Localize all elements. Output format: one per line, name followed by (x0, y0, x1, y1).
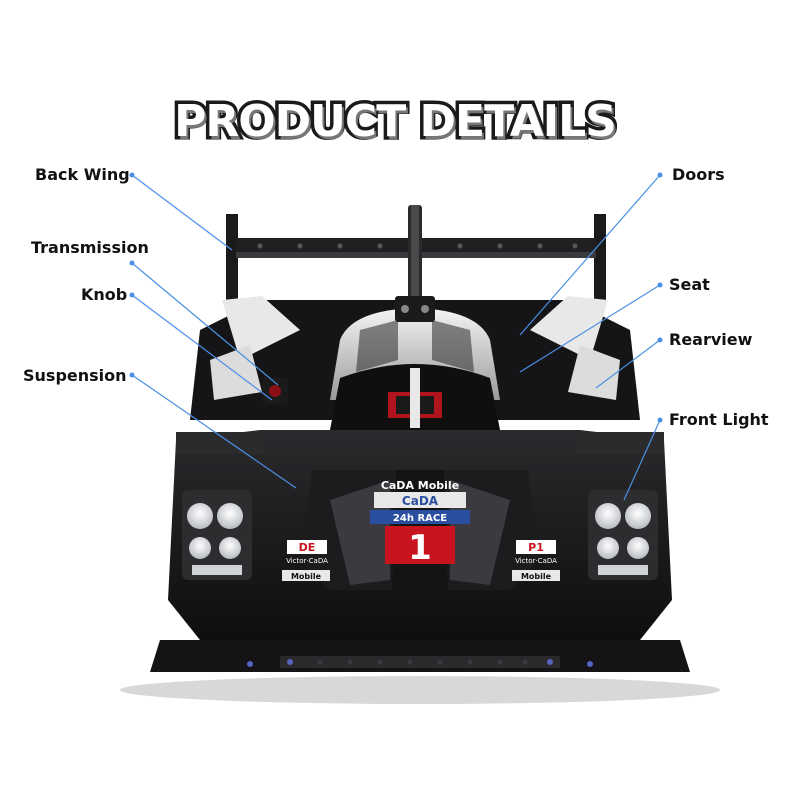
label-rearview: Rearview (669, 330, 753, 349)
label-knob: Knob (81, 285, 128, 304)
decal-right-plate: P1 (528, 541, 544, 554)
label-front-light: Front Light (669, 410, 769, 429)
cockpit-canopy (330, 296, 500, 430)
label-doors: Doors (672, 165, 725, 184)
decal-race-number: 1 (408, 528, 432, 568)
callout-dots (129, 172, 663, 423)
decal-hood-strip: 24h RACE (393, 513, 447, 524)
decal-left-plate: DE (299, 541, 316, 554)
decal-left-bumper: Mobile (291, 572, 322, 581)
label-back-wing: Back Wing (35, 165, 130, 184)
label-suspension: Suspension (23, 366, 127, 385)
decal-hood-brand: CaDA Mobile (381, 479, 459, 492)
decal-hood-logo: CaDA (402, 494, 439, 508)
back-wing (226, 205, 606, 315)
page-title: PRODUCT DETAILS (171, 93, 621, 151)
decal-right-bumper: Mobile (521, 572, 552, 581)
front-light-left (182, 490, 252, 580)
decal-right-sponsor: Victor·CaDA (515, 557, 557, 565)
label-transmission: Transmission (31, 238, 149, 257)
callout-lines (131, 174, 661, 501)
front-light-right (588, 490, 658, 580)
label-seat: Seat (669, 275, 710, 294)
decal-left-sponsor: Victor·CaDA (286, 557, 328, 565)
